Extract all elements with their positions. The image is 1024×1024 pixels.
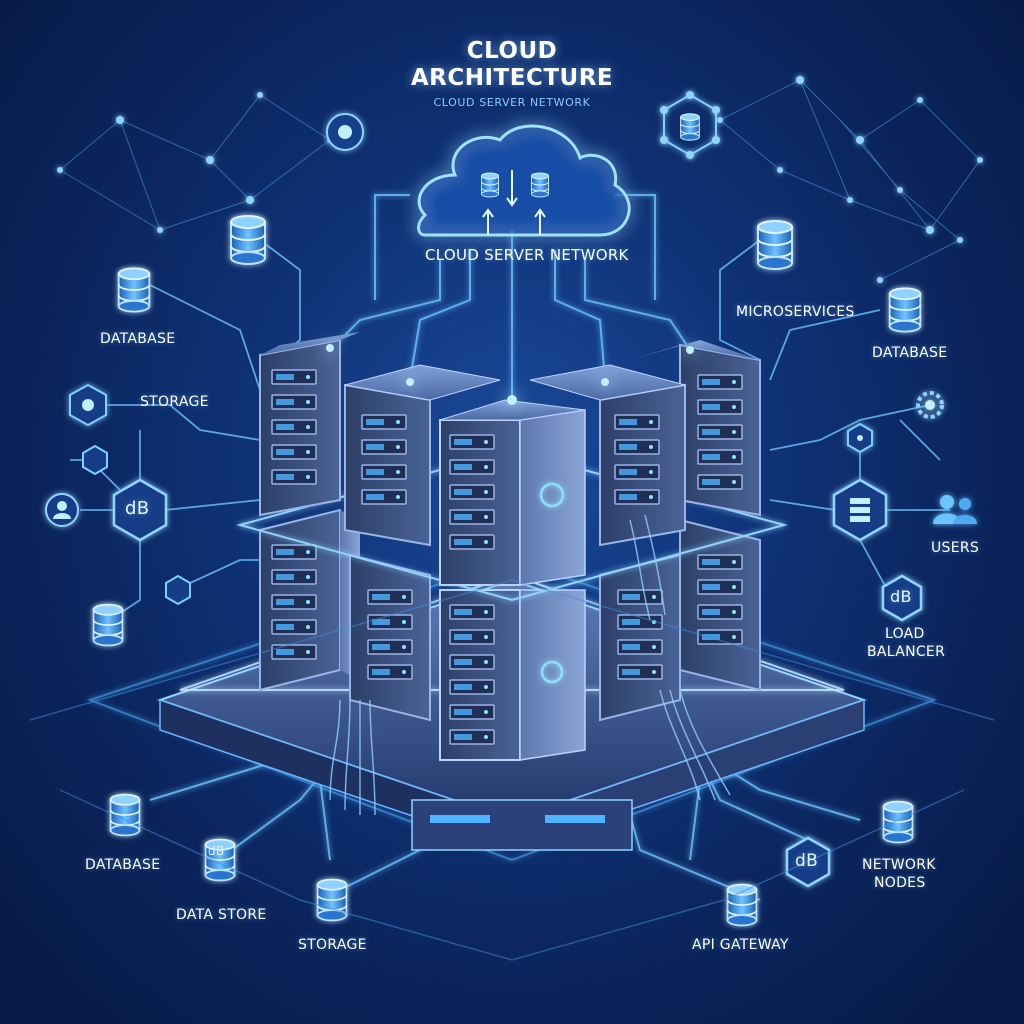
db-badge-left: dB [125, 498, 150, 519]
server-rack-icon [439, 399, 586, 586]
label-network-nodes-line-1: NETWORK [862, 857, 936, 873]
load-balancer-icon [881, 574, 923, 622]
title-line-1: CLOUD [466, 38, 558, 64]
title-subtitle: CLOUD SERVER NETWORK [433, 96, 591, 109]
database-icon [888, 287, 922, 333]
database-icon [92, 603, 124, 647]
gear-icon [916, 391, 944, 419]
server-node-icon [832, 478, 888, 542]
label-microservices: MICROSERVICES [736, 304, 855, 320]
server-rack-icon [599, 553, 681, 722]
label-load-balancer-line-1: LOAD [885, 626, 925, 642]
cloud-server-network-label: CLOUD SERVER NETWORK [425, 246, 629, 264]
label-database-right: DATABASE [872, 345, 948, 361]
user-icon [45, 493, 79, 527]
title-line-2: ARCHITECTURE [410, 65, 614, 91]
database-icon [316, 878, 348, 922]
database-icon [882, 800, 914, 844]
hexagon-node-icon [69, 383, 107, 427]
hexagon-node-icon [326, 113, 364, 151]
db-hexagon-icon [112, 478, 168, 542]
users-icon [933, 495, 977, 524]
database-icon [757, 220, 793, 270]
label-api-gateway: API GATEWAY [692, 937, 789, 953]
server-rack-icon [344, 364, 501, 547]
network-mesh-icon [59, 79, 981, 281]
label-database-left: DATABASE [100, 331, 176, 347]
database-icon [726, 883, 758, 927]
database-icon [117, 267, 151, 313]
label-storage-bottom: STORAGE [298, 937, 367, 953]
label-load-balancer-line-2: BALANCER [867, 644, 946, 660]
server-rack-icon [259, 332, 360, 517]
server-rack-icon [439, 589, 586, 761]
db-badge-network-nodes: dB [795, 851, 819, 871]
server-rack-icon [679, 518, 761, 692]
label-storage-left: STORAGE [140, 394, 209, 410]
cloud-icon [417, 124, 631, 237]
title-block: CLOUD ARCHITECTURE CLOUD SERVER NETWORK [362, 38, 662, 109]
database-icon [230, 215, 266, 265]
label-data-store: DATA STORE [176, 907, 267, 923]
db-badge-data-store: dB [208, 844, 225, 858]
db-badge-load-balancer: dB [890, 587, 912, 606]
server-rack-icon [259, 508, 360, 692]
server-rack-icon [349, 553, 431, 722]
label-network-nodes-line-2: NODES [874, 875, 926, 891]
label-users: USERS [931, 540, 980, 556]
label-database-bottom: DATABASE [85, 857, 161, 873]
